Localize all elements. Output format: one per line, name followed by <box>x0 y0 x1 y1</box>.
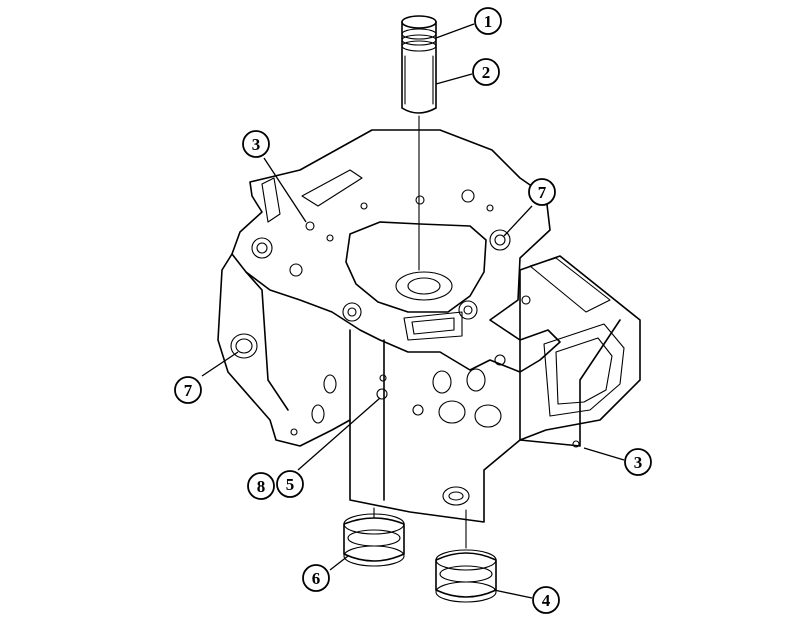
callout-label: 2 <box>482 63 491 82</box>
callout-7-top: 7 <box>528 178 556 206</box>
callout-label: 5 <box>286 475 295 494</box>
callout-label: 1 <box>484 12 493 31</box>
callout-label: 6 <box>312 569 321 588</box>
callout-label: 3 <box>252 135 261 154</box>
callout-label: 3 <box>634 453 643 472</box>
callout-label: 7 <box>184 381 193 400</box>
callout-4: 4 <box>532 586 560 614</box>
leader-lines <box>201 23 625 599</box>
callout-label: 4 <box>542 591 551 610</box>
callout-2: 2 <box>472 58 500 86</box>
callout-label: 8 <box>257 477 266 496</box>
callout-1: 1 <box>474 7 502 35</box>
callout-5: 5 <box>276 470 304 498</box>
callout-3-right: 3 <box>624 448 652 476</box>
callout-3-top: 3 <box>242 130 270 158</box>
callout-8: 8 <box>247 472 275 500</box>
callout-label: 7 <box>538 183 547 202</box>
cylinder-head-body <box>217 129 641 523</box>
injector-sleeve-part <box>401 15 437 271</box>
callout-7-left: 7 <box>174 376 202 404</box>
cup-plug-6 <box>343 507 405 567</box>
cup-plug-4 <box>435 509 497 603</box>
callout-6: 6 <box>302 564 330 592</box>
